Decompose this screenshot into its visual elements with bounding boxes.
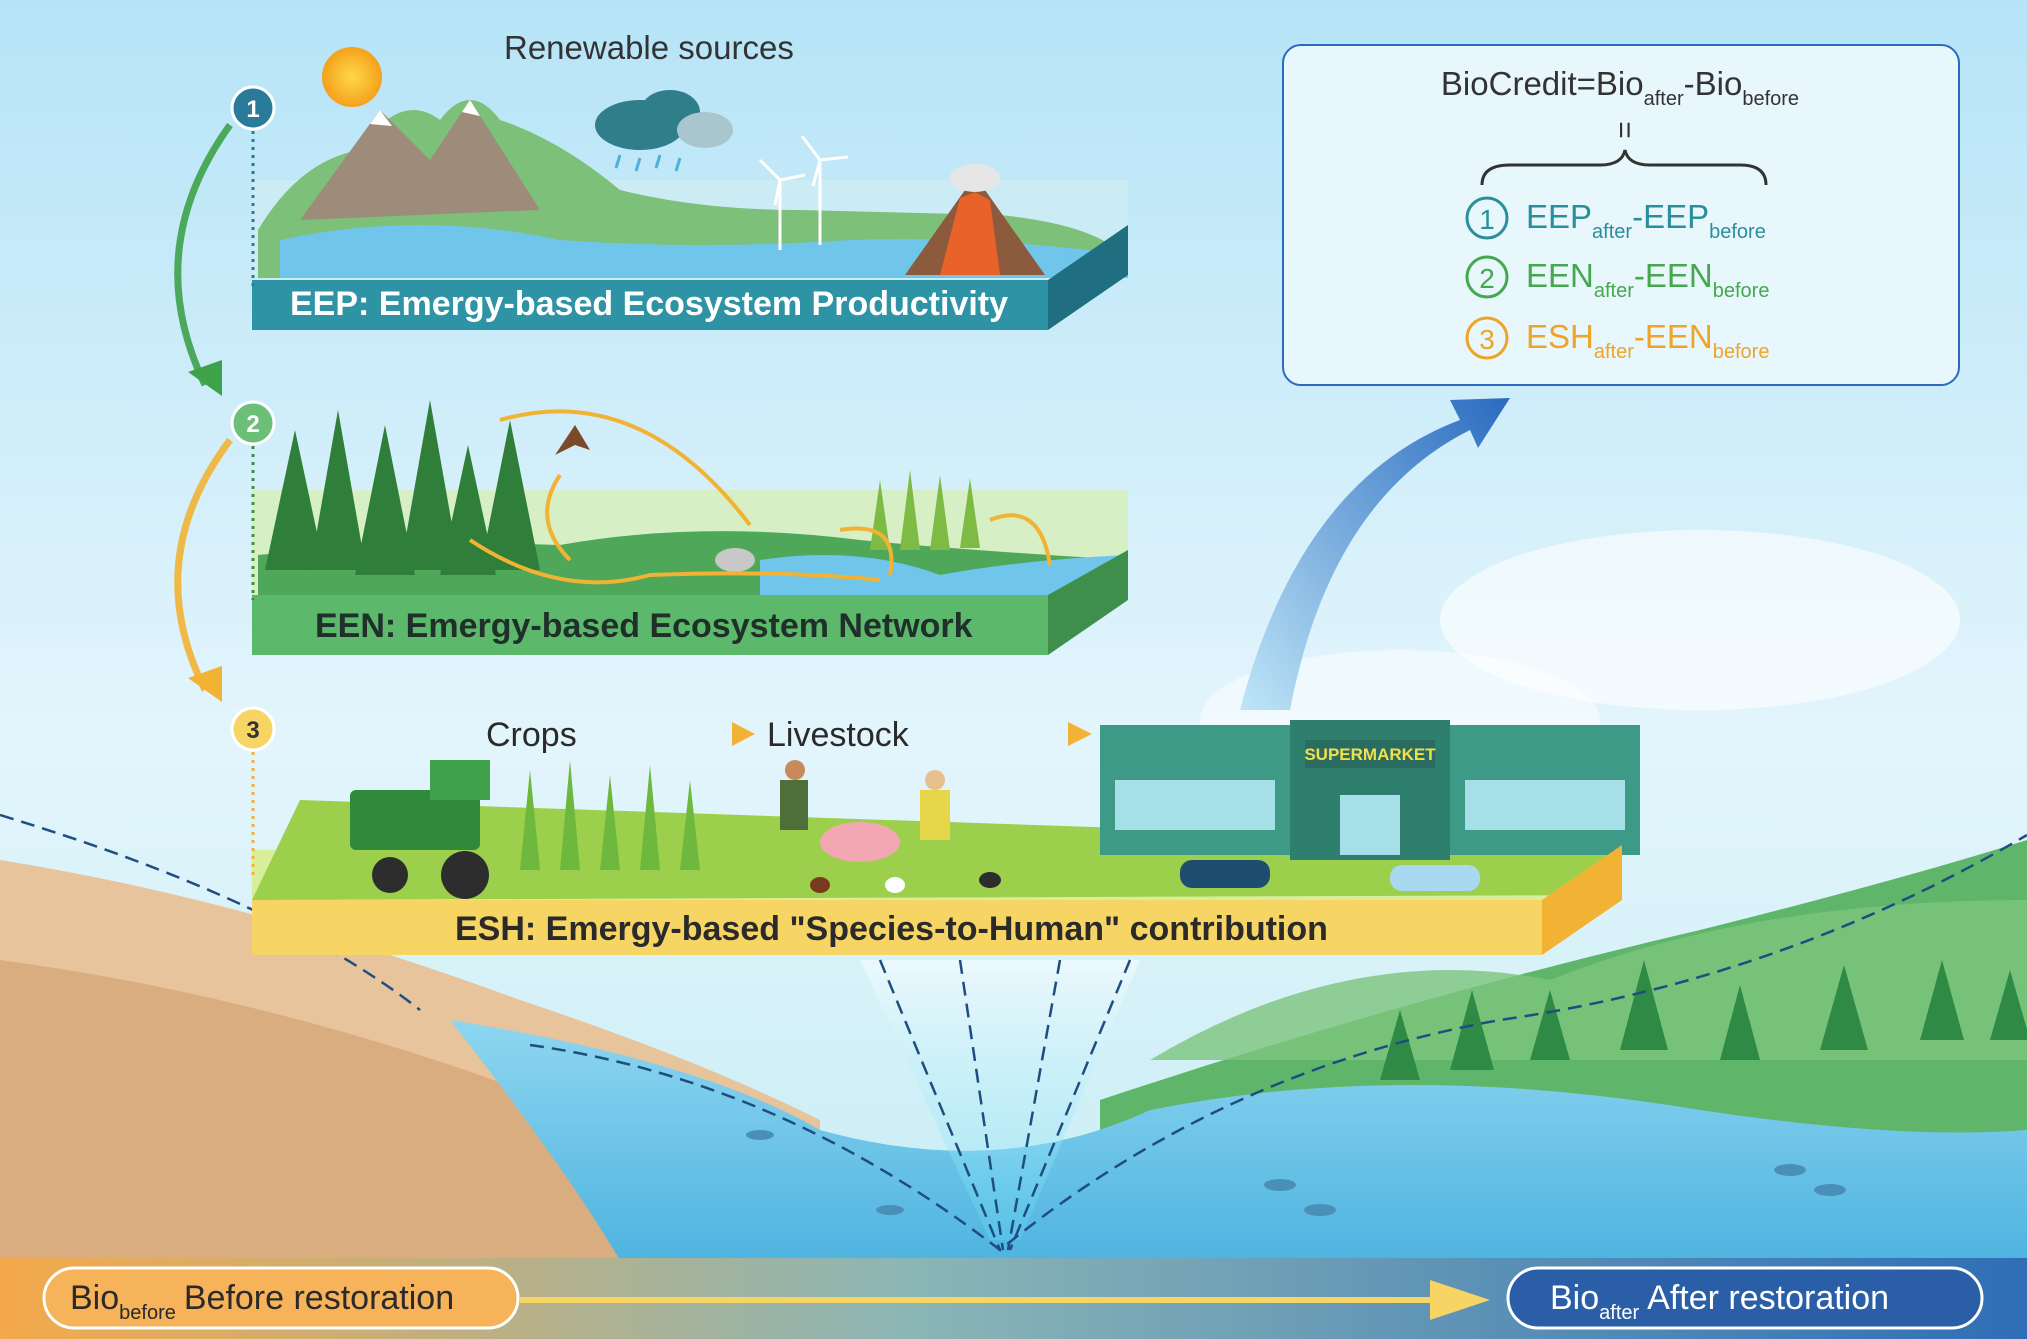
eep-title: EEP: Emergy-based Ecosystem Productivity [290, 285, 1008, 323]
svg-text:EEPafter-EEPbefore: EEPafter-EEPbefore [1526, 198, 1766, 243]
esh-layer-side [1542, 845, 1622, 955]
svg-text:ESHafter-EENbefore: ESHafter-EENbefore [1526, 318, 1769, 363]
formula-term-2: 2 EENafter-EENbefore [1465, 255, 1769, 302]
step-1-to-2-arrow [174, 122, 233, 396]
svg-text:2: 2 [1479, 263, 1495, 294]
river [450, 1020, 2027, 1260]
wind-turbine-icon [758, 135, 849, 250]
formula-term-3: 3 ESHafter-EENbefore [1465, 316, 1769, 363]
farmer-icon [780, 760, 950, 840]
biocredit-formula: BioCredit=Bioafter-Biobefore [1441, 65, 1799, 110]
svg-text:EENafter-EENbefore: EENafter-EENbefore [1526, 257, 1769, 302]
svg-text:2: 2 [246, 411, 259, 438]
big-arrow-to-formula [1240, 398, 1510, 710]
formula-box: BioCredit=Bioafter-Biobefore = 1 EEPafte… [1282, 44, 1960, 386]
volcano-smoke [950, 164, 1000, 192]
een-water [760, 555, 1128, 595]
cloud [1440, 530, 1960, 710]
crops-label: Crops [486, 716, 577, 754]
svg-text:1: 1 [246, 96, 259, 123]
tree-row [1380, 960, 2027, 1080]
degraded-land-shadow [0, 960, 620, 1260]
step-2-badge: 2 [230, 400, 276, 446]
bird-icon [555, 425, 590, 455]
step-2-to-3-arrow [174, 437, 233, 702]
corn-field-icon [870, 470, 980, 550]
een-layer-front [252, 595, 1048, 655]
svg-text:1: 1 [1479, 204, 1495, 235]
een-layer-side [1048, 550, 1128, 655]
harvester-icon [350, 760, 490, 899]
curly-brace [1480, 149, 1768, 186]
renewable-sources-label: Renewable sources [504, 29, 794, 66]
esh-title: ESH: Emergy-based "Species-to-Human" con… [455, 910, 1328, 948]
supermarket-building: SUPERMARKET [1100, 720, 1640, 891]
een-layer: EEN: Emergy-based Ecosystem Network [252, 400, 1128, 655]
livestock-to-market-arrow [940, 722, 1092, 746]
corn-crops-icon [520, 760, 700, 870]
crops-to-livestock-arrow [608, 722, 755, 746]
een-title: EEN: Emergy-based Ecosystem Network [315, 607, 973, 645]
esh-layer-front [252, 900, 1542, 955]
rain-cloud-icon [595, 90, 733, 172]
mountain-icon [300, 100, 540, 220]
step-3-badge: 3 [230, 706, 276, 752]
eep-layer-side [1048, 225, 1128, 330]
supermarket-sign: SUPERMARKET [1304, 745, 1436, 764]
step-1-badge: 1 [230, 85, 276, 131]
livestock-group [810, 822, 1001, 893]
fish-group [746, 1130, 1846, 1216]
lava [940, 192, 1000, 275]
restoration-progress-arrow [520, 1280, 1490, 1320]
food-web-arrows [468, 409, 1052, 585]
equals-sign: = [1608, 121, 1641, 139]
esh-field [252, 800, 1622, 900]
livestock-label: Livestock [767, 716, 910, 754]
rabbit-icon [715, 548, 755, 572]
mountain-snow [370, 100, 480, 126]
eep-layer: EEP: Emergy-based Ecosystem Productivity [252, 100, 1128, 330]
svg-text:3: 3 [246, 717, 259, 744]
light-funnel [860, 960, 1140, 1240]
svg-text:3: 3 [1479, 324, 1495, 355]
sun-icon [322, 47, 382, 107]
eep-layer-front [252, 280, 1048, 330]
divider-curve [0, 813, 2027, 1252]
esh-layer: SUPERMARKET ESH: Emergy-based "Species-t… [252, 720, 1640, 955]
forest-group [265, 400, 540, 575]
funnel-dashes [878, 959, 1132, 1251]
formula-term-1: 1 EEPafter-EEPbefore [1465, 196, 1766, 243]
